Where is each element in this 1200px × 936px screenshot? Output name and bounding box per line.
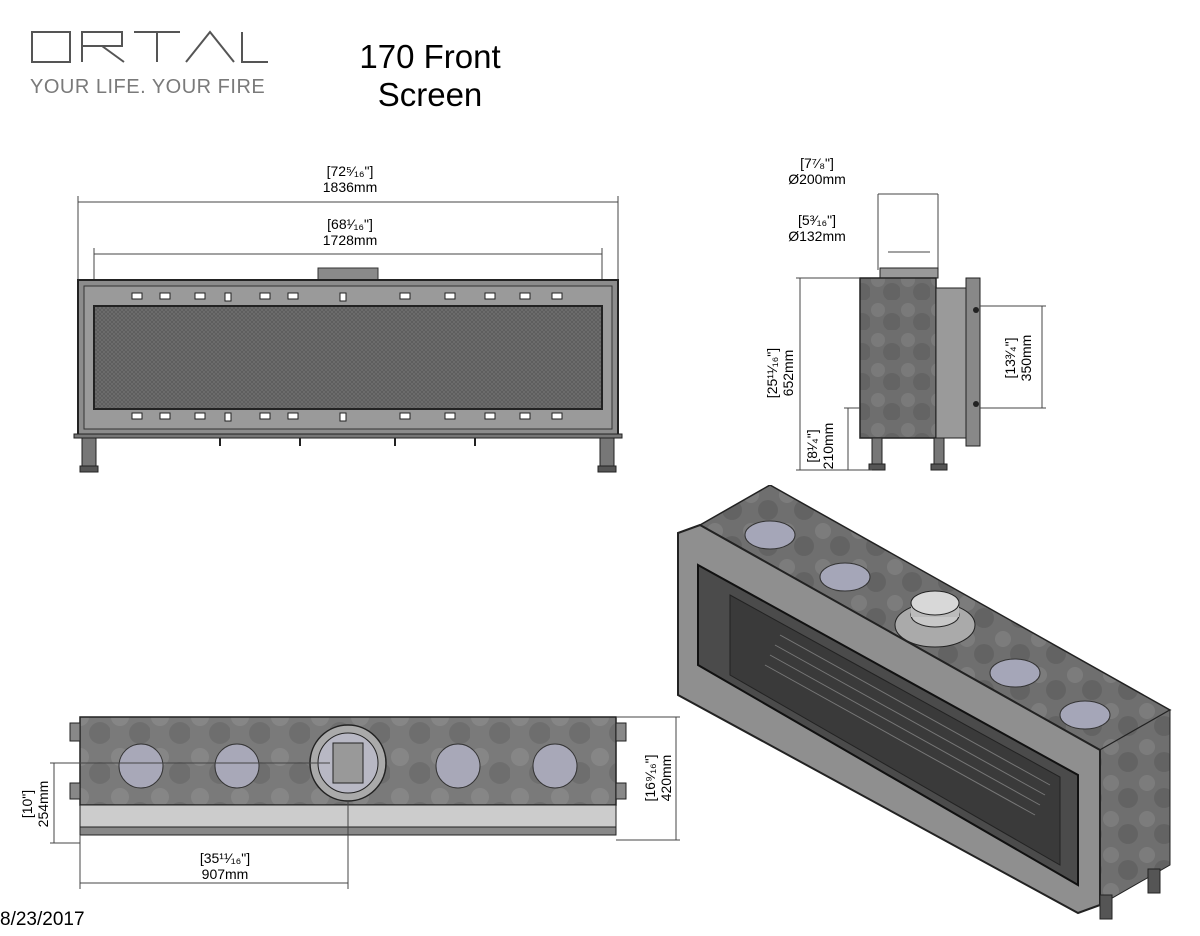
top-flue-center-mm: 907mm [201, 866, 249, 882]
page-title: 170 Front Screen [330, 38, 530, 114]
side-base-label: [8¹⁄₄"] 210mm [804, 406, 836, 486]
side-inner-flue-mm: Ø132mm [788, 228, 846, 244]
side-height-in: [25¹¹⁄₁₆"] [764, 347, 780, 399]
side-outer-flue-mm: Ø200mm [788, 171, 846, 187]
side-outer-flue-in: [7⁷⁄₈"] [800, 155, 834, 171]
front-glass-width-label: [68¹⁄₁₆"] 1728mm [290, 216, 410, 248]
side-base-in: [8¹⁄₄"] [804, 429, 820, 463]
top-flue-center-label: [35¹¹⁄₁₆"] 907mm [170, 850, 280, 882]
ortal-logo [31, 30, 268, 63]
front-glass-width-in: [68¹⁄₁₆"] [327, 216, 373, 232]
top-flue-offset-in: [10"] [19, 789, 35, 819]
top-view-drawing [50, 716, 680, 889]
side-base-mm: 210mm [820, 422, 836, 470]
top-flue-offset-label: [10"] 254mm [19, 759, 51, 849]
side-opening-in: [13³⁄₄"] [1002, 337, 1018, 379]
isometric-view-drawing [677, 485, 1172, 920]
title-line-2: Screen [377, 76, 483, 113]
side-opening-label: [13³⁄₄"] 350mm [1002, 308, 1034, 408]
side-inner-flue-label: [5³⁄₁₆"] Ø132mm [762, 212, 872, 244]
side-view-drawing [796, 193, 1046, 471]
front-overall-width-in: [72⁵⁄₁₆"] [326, 163, 374, 179]
side-height-mm: 652mm [780, 349, 796, 397]
brand-tagline: YOUR LIFE. YOUR FIRE [30, 76, 266, 98]
title-line-1: 170 Front [359, 38, 501, 75]
front-overall-width-label: [72⁵⁄₁₆"] 1836mm [290, 163, 410, 195]
front-overall-width-mm: 1836mm [322, 179, 378, 195]
top-depth-in: [16⁹⁄₁₆"] [642, 754, 658, 802]
front-view-drawing [73, 196, 623, 473]
front-glass-width-mm: 1728mm [322, 232, 378, 248]
top-flue-center-in: [35¹¹⁄₁₆"] [199, 850, 251, 866]
side-height-label: [25¹¹⁄₁₆"] 652mm [764, 323, 796, 423]
side-opening-mm: 350mm [1018, 334, 1034, 382]
top-flue-offset-mm: 254mm [35, 780, 51, 828]
side-outer-flue-label: [7⁷⁄₈"] Ø200mm [762, 155, 872, 187]
side-inner-flue-in: [5³⁄₁₆"] [798, 212, 836, 228]
drawing-date: 8/23/2017 [0, 909, 85, 930]
